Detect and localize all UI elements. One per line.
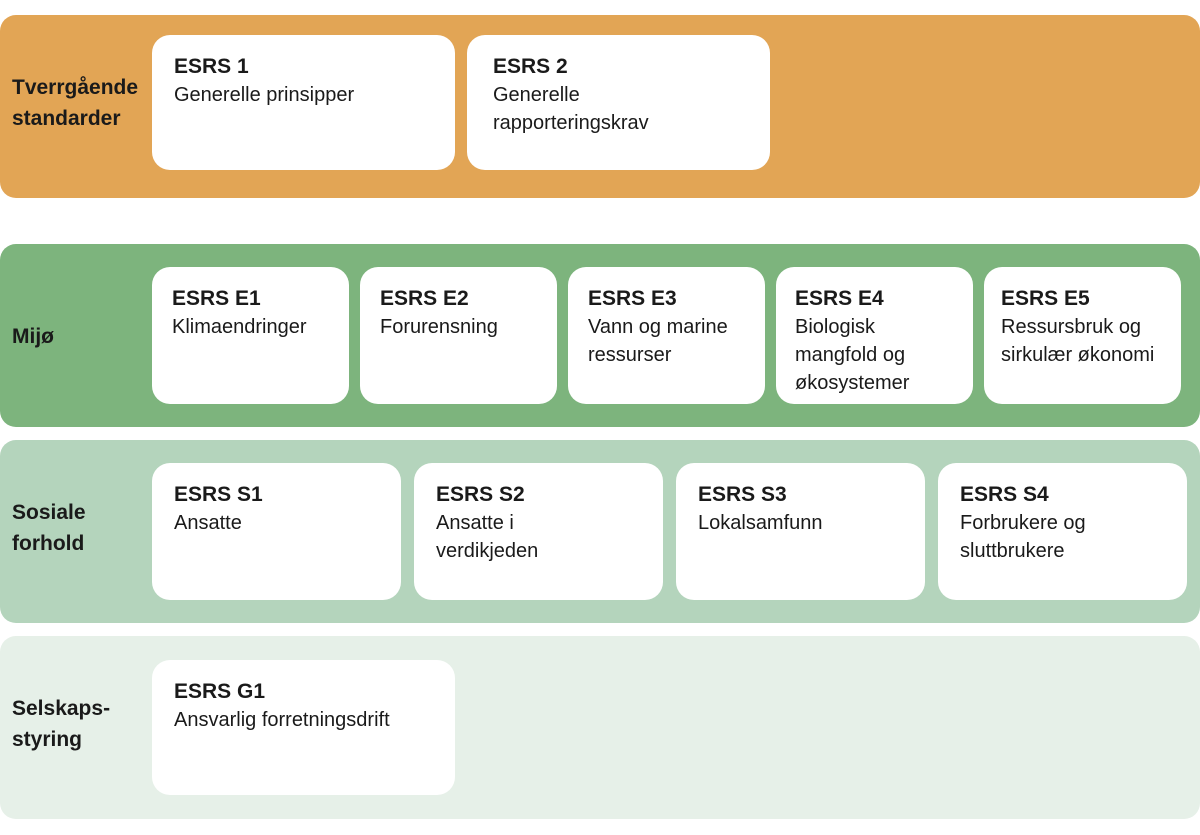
card-code: ESRS S2 — [436, 483, 525, 506]
card-text: Generelle prinsipper — [174, 84, 355, 106]
card-code: ESRS E1 — [172, 287, 261, 310]
card-text: Biologisk mangfold og økosystemer — [795, 316, 910, 394]
card-esrs-e2: ESRS E2 Forurensning — [360, 267, 557, 404]
card-text: Vann og marine ressurser — [588, 316, 728, 366]
card-text: Ansvarlig forretningsdrift — [174, 709, 390, 731]
card-text: Klimaendringer — [172, 316, 307, 338]
card-esrs-s3: ESRS S3 Lokalsamfunn — [676, 463, 925, 600]
social-label: Sosiale forhold — [12, 501, 86, 555]
card-text: Lokalsamfunn — [698, 512, 823, 534]
card-esrs-e5: ESRS E5 Ressursbruk og sirkulær økonomi — [984, 267, 1181, 404]
card-code: ESRS S1 — [174, 483, 263, 506]
card-esrs-e4: ESRS E4 Biologisk mangfold og økosysteme… — [776, 267, 973, 404]
card-code: ESRS 1 — [174, 55, 249, 78]
card-esrs-g1: ESRS G1 Ansvarlig forretningsdrift — [152, 660, 455, 795]
card-esrs-s1: ESRS S1 Ansatte — [152, 463, 401, 600]
card-code: ESRS S4 — [960, 483, 1049, 506]
card-code: ESRS 2 — [493, 55, 568, 78]
governance-label: Selskaps- styring — [12, 697, 111, 751]
card-text: Ansatte i verdikjeden — [436, 512, 539, 562]
card-text: Generelle rapporteringskrav — [493, 84, 649, 134]
card-esrs-s2: ESRS S2 Ansatte i verdikjeden — [414, 463, 663, 600]
card-code: ESRS E2 — [380, 287, 469, 310]
card-esrs-2: ESRS 2 Generelle rapporteringskrav — [467, 35, 770, 170]
card-text: Ressursbruk og sirkulær økonomi — [1001, 316, 1155, 366]
card-esrs-e3: ESRS E3 Vann og marine ressurser — [568, 267, 765, 404]
card-code: ESRS E3 — [588, 287, 677, 310]
card-esrs-s4: ESRS S4 Forbrukere og sluttbrukere — [938, 463, 1187, 600]
card-text: Ansatte — [174, 512, 242, 534]
card-code: ESRS E4 — [795, 287, 884, 310]
card-esrs-1: ESRS 1 Generelle prinsipper — [152, 35, 455, 170]
card-text: Forbrukere og sluttbrukere — [960, 512, 1086, 562]
card-text: Forurensning — [380, 316, 498, 338]
card-code: ESRS G1 — [174, 680, 266, 703]
cross-cutting-label: Tverrgående standarder — [12, 76, 139, 130]
environment-label: Mijø — [12, 325, 54, 348]
card-esrs-e1: ESRS E1 Klimaendringer — [152, 267, 349, 404]
card-code: ESRS E5 — [1001, 287, 1090, 310]
card-code: ESRS S3 — [698, 483, 787, 506]
